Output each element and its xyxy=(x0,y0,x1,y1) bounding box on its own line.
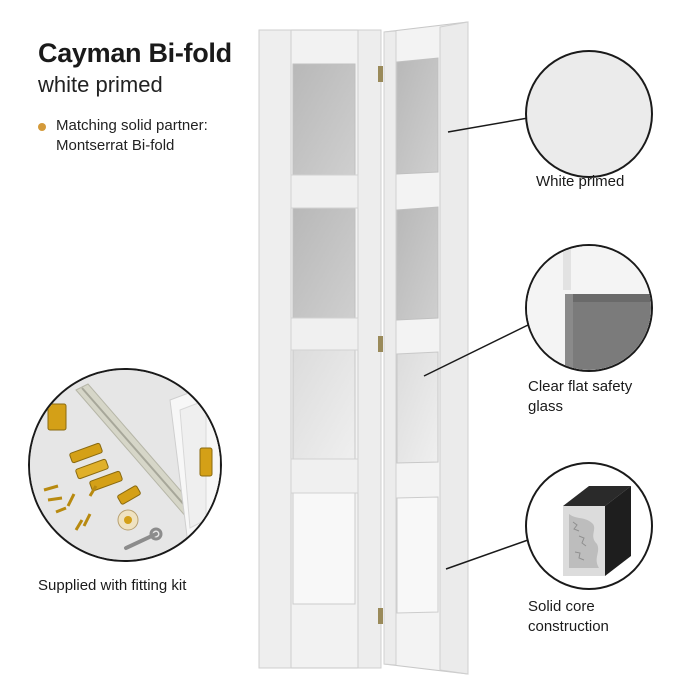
bullet-dot-icon xyxy=(38,123,46,131)
finish-caption: White primed xyxy=(536,173,625,190)
hinge-icons xyxy=(378,66,383,624)
glass-caption: Clear flat safety glass xyxy=(528,377,632,417)
partner-bullet-line2: Montserrat Bi-fold xyxy=(56,137,175,154)
fitting-kit-photo xyxy=(30,370,220,560)
finish-leader-line xyxy=(447,117,529,133)
finish-detail-circle xyxy=(525,50,653,178)
product-title: Cayman Bi-fold xyxy=(38,38,232,68)
glass-leader-line xyxy=(423,324,529,377)
glass-caption-line2: glass xyxy=(528,398,564,415)
core-caption-line2: construction xyxy=(528,618,609,635)
core-caption: Solid core construction xyxy=(528,597,609,637)
glass-caption-line1: Clear flat safety xyxy=(528,378,633,395)
right-door-leaf xyxy=(383,21,469,675)
core-detail-circle xyxy=(525,462,653,590)
product-subtitle: white primed xyxy=(38,72,163,97)
fitting-kit-caption: Supplied with fitting kit xyxy=(38,577,187,594)
solid-core-cross-section-icon xyxy=(563,486,631,576)
glass-detail-circle xyxy=(525,244,653,372)
glass-corner-detail xyxy=(527,246,651,370)
fitting-kit-circle xyxy=(28,368,222,562)
partner-bullet-line1: Matching solid partner: xyxy=(56,117,208,134)
core-caption-line1: Solid core xyxy=(528,598,595,615)
left-door-leaf xyxy=(258,29,382,669)
partner-bullet: Matching solid partner: Montserrat Bi-fo… xyxy=(56,116,256,156)
core-leader-line xyxy=(445,539,529,570)
